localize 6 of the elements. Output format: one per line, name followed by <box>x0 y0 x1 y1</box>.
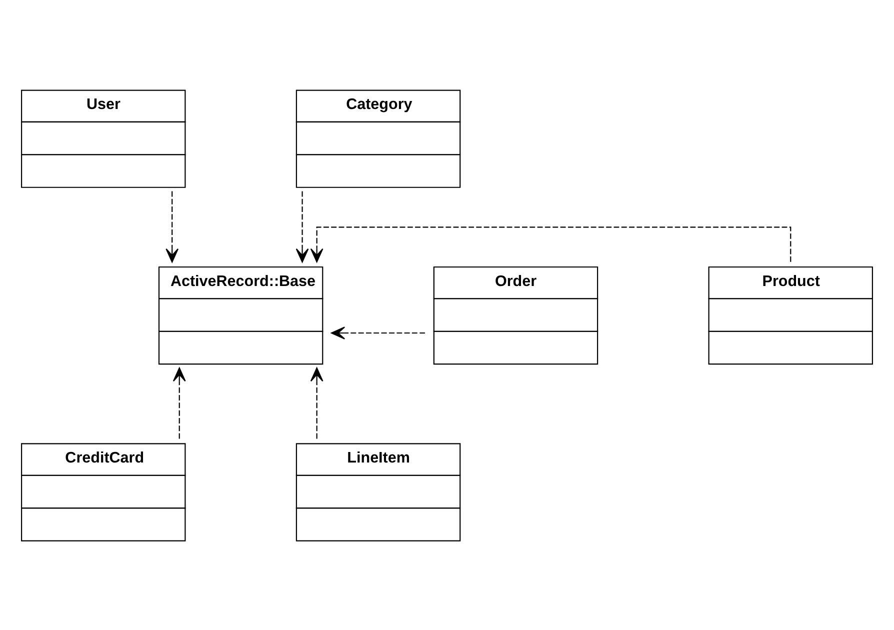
arrow <box>310 367 324 439</box>
arrow <box>330 326 425 340</box>
arrow <box>296 191 309 263</box>
arrow <box>310 226 792 262</box>
arrow <box>172 367 186 439</box>
arrow <box>166 191 179 263</box>
